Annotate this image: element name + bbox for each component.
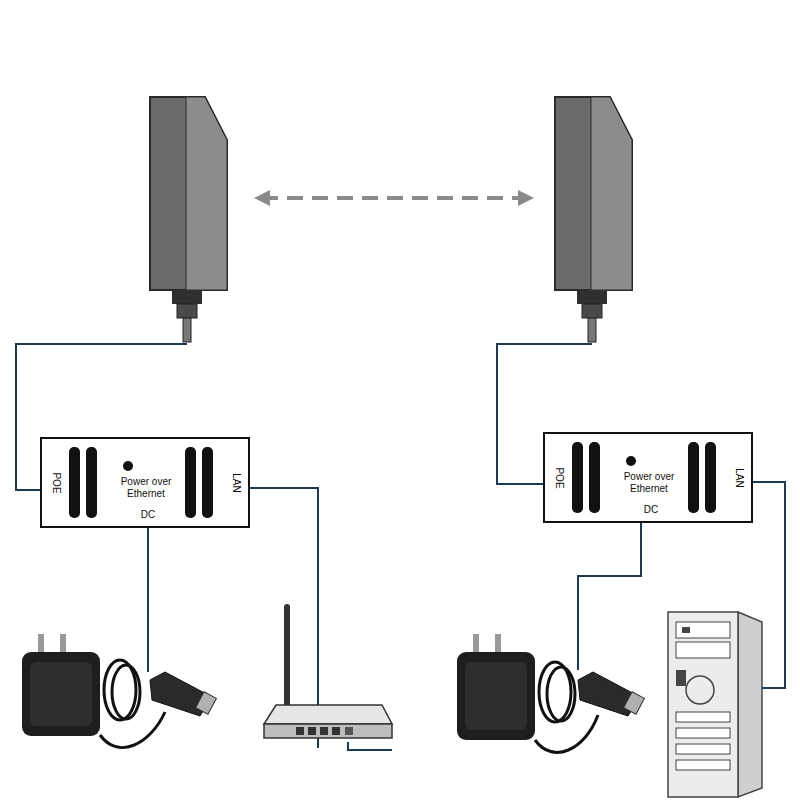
poe-injector-box: POE Power over EthernetDC LAN: [40, 437, 250, 528]
power-adapter: [22, 634, 216, 747]
port-label: POE: [50, 472, 62, 493]
desktop-pc: [668, 612, 762, 797]
router: [264, 604, 392, 738]
poe-injector-box: POE Power over EthernetDC LAN: [543, 432, 753, 523]
device-label: Power over Ethernet: [613, 471, 685, 494]
port-label: DC: [644, 504, 658, 516]
wireless-link-arrow: [262, 196, 526, 200]
power-adapter: [457, 634, 644, 752]
injector-body: [543, 432, 753, 523]
injector-body: [40, 437, 250, 528]
port-label: LAN: [733, 468, 745, 487]
cpe-antenna: [150, 97, 227, 342]
port-label: DC: [141, 509, 155, 521]
port-label: POE: [553, 467, 565, 488]
cpe-antenna: [555, 97, 632, 342]
dc-cable: [148, 523, 641, 672]
port-label: LAN: [230, 473, 242, 492]
device-label: Power over Ethernet: [110, 476, 182, 499]
